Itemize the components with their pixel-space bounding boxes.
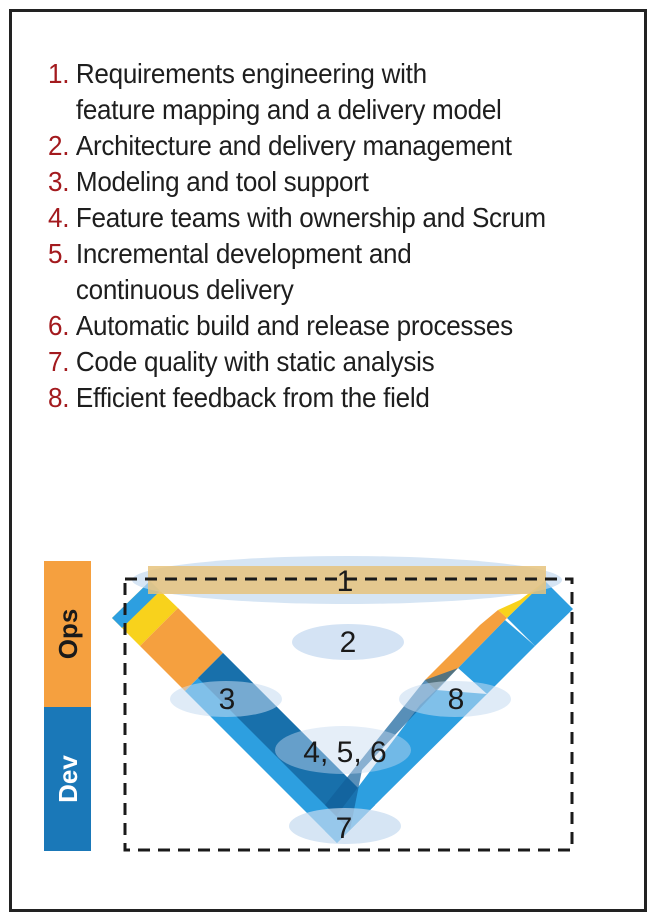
item-number: 3. — [48, 166, 70, 197]
right-arm-ops — [425, 610, 507, 690]
list-item: 5. Incremental development and continuous… — [48, 236, 587, 308]
item-text: Code quality with static analysis — [75, 346, 435, 377]
marker-3: 3 — [219, 683, 236, 716]
devops-v-diagram: Ops Dev 1 2 3 8 4, 5, 6 7 — [44, 556, 574, 852]
ellipse-3 — [170, 681, 282, 717]
item-number: 2. — [48, 130, 70, 161]
list-item: 4. Feature teams with ownership and Scru… — [48, 200, 587, 236]
item-number: 7. — [48, 346, 70, 377]
left-arm-yellow — [112, 581, 178, 646]
item-text: Modeling and tool support — [75, 166, 369, 197]
item-text: feature mapping and a delivery model — [75, 94, 502, 125]
ellipse-8 — [399, 681, 511, 717]
list-item: 2. Architecture and delivery management — [48, 128, 587, 164]
marker-456: 4, 5, 6 — [303, 736, 386, 769]
item-number: 8. — [48, 382, 70, 413]
dashed-boundary — [123, 577, 574, 852]
right-arm-mid — [458, 620, 535, 694]
right-arm-dev — [325, 690, 487, 843]
item-text: Incremental development and — [75, 238, 412, 269]
item-text: Automatic build and release processes — [75, 310, 513, 341]
item-text: continuous delivery — [75, 274, 294, 305]
marker-8: 8 — [448, 683, 465, 716]
item-text: Feature teams with ownership and Scrum — [75, 202, 546, 233]
ellipse-2 — [292, 624, 404, 660]
item-text: Architecture and delivery management — [75, 130, 512, 161]
ellipse-456 — [275, 726, 411, 774]
marker-1: 1 — [337, 565, 354, 598]
item-number: 5. — [48, 238, 70, 269]
left-arm-ops — [140, 608, 223, 691]
dev-bar — [44, 707, 91, 851]
item-number: 1. — [48, 58, 70, 89]
ops-bar — [44, 561, 91, 707]
item-number: 6. — [48, 310, 70, 341]
dev-label: Dev — [53, 755, 83, 803]
list-item: 6. Automatic build and release processes — [48, 308, 587, 344]
ellipse-7 — [289, 808, 401, 844]
item-text: Efficient feedback from the field — [75, 382, 430, 413]
practice-list: 1. Requirements engineering with feature … — [48, 56, 628, 416]
list-item: 8. Efficient feedback from the field — [48, 380, 587, 416]
list-item: 3. Modeling and tool support — [48, 164, 587, 200]
list-item: 1. Requirements engineering with feature … — [48, 56, 587, 128]
list-item: 7. Code quality with static analysis — [48, 344, 587, 380]
right-arm-top — [507, 581, 573, 646]
item-text: Requirements engineering with — [75, 58, 427, 89]
marker-7: 7 — [336, 812, 353, 845]
marker-2: 2 — [340, 626, 357, 659]
ops-label: Ops — [53, 609, 83, 660]
item-number: 4. — [48, 202, 70, 233]
